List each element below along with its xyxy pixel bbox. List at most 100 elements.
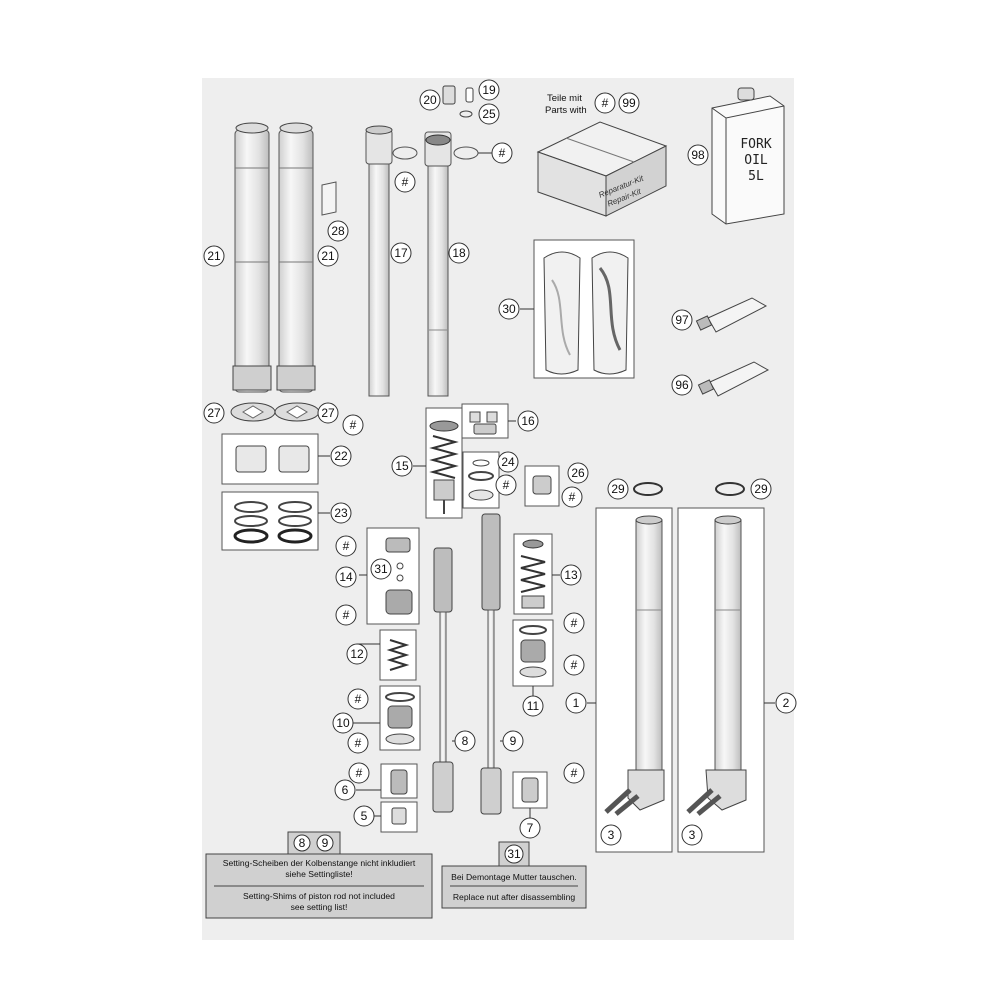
part-97-grease-tube xyxy=(695,297,768,333)
callout-98-label: 98 xyxy=(691,148,705,162)
callout-15-label: 15 xyxy=(395,459,409,473)
callout-hash-17 xyxy=(394,171,416,193)
callout-29-left xyxy=(607,478,629,500)
part-30-fork-guards xyxy=(533,239,635,379)
callout-5-label: 5 xyxy=(361,809,368,823)
callout-16 xyxy=(517,410,539,432)
callout-hash-label: # xyxy=(355,736,362,750)
parts-with-label-de: Teile mit xyxy=(547,93,582,104)
note-right-de: Bei Demontage Mutter tauschen. xyxy=(451,872,577,882)
callout-96-label: 96 xyxy=(675,378,689,392)
callout-hash-label: # xyxy=(503,478,510,492)
part-8-piston-rod xyxy=(432,547,454,813)
callout-97-label: 97 xyxy=(675,313,689,327)
callout-7 xyxy=(519,817,541,839)
callout-hash-15 xyxy=(342,414,364,436)
callout-30-label: 30 xyxy=(502,302,516,316)
callout-hash-11-top xyxy=(563,612,585,634)
note-left-en-line2: see setting list! xyxy=(291,902,348,912)
callout-hash-label: # xyxy=(343,539,350,553)
callout-18-label: 18 xyxy=(452,246,466,260)
callout-hash-label: # xyxy=(356,766,363,780)
note-left-tag-9: 9 xyxy=(322,836,329,850)
callout-hash-10-bottom xyxy=(347,732,369,754)
callout-9 xyxy=(502,730,524,752)
callout-21-left xyxy=(203,245,225,267)
callout-15 xyxy=(391,455,413,477)
part-12-spring xyxy=(379,629,417,681)
note-left-en-line1: Setting-Shims of piston rod not included xyxy=(243,891,395,901)
callout-7-label: 7 xyxy=(527,821,534,835)
part-22-bushing-box xyxy=(221,433,319,485)
callout-hash-label: # xyxy=(571,766,578,780)
callout-3-label: 3 xyxy=(689,828,696,842)
part-11-valve-assembly xyxy=(512,619,554,687)
callout-6-label: 6 xyxy=(342,783,349,797)
part-10-valve-assembly xyxy=(379,685,421,751)
callout-hash-14-top xyxy=(335,535,357,557)
note-left-tag-8: 8 xyxy=(299,836,306,850)
callout-hash-label: # xyxy=(402,175,409,189)
callout-5 xyxy=(353,805,375,827)
callout-14 xyxy=(335,566,357,588)
callout-hash-24 xyxy=(495,474,517,496)
callout-6 xyxy=(334,779,356,801)
callout-1 xyxy=(565,692,587,714)
callout-9-label: 9 xyxy=(510,734,517,748)
callout-19 xyxy=(478,79,500,101)
callout-3-right xyxy=(681,824,703,846)
callout-2-label: 2 xyxy=(783,696,790,710)
callout-14-label: 14 xyxy=(339,570,353,584)
part-24-washers xyxy=(462,451,500,509)
callout-99 xyxy=(618,92,640,114)
callout-3-label: 3 xyxy=(608,828,615,842)
repair-kit-box xyxy=(536,121,668,217)
callout-hash-label: # xyxy=(350,418,357,432)
callout-10-label: 10 xyxy=(336,716,350,730)
callout-18 xyxy=(448,242,470,264)
callout-13-label: 13 xyxy=(564,568,578,582)
callout-8 xyxy=(454,730,476,752)
callout-21-label: 21 xyxy=(207,249,221,263)
part-18-cartridge xyxy=(424,131,479,397)
part-5-assembly xyxy=(380,801,418,833)
note-right-tag-31: 31 xyxy=(507,847,521,861)
callout-24-label: 24 xyxy=(501,455,515,469)
callout-27-label: 27 xyxy=(207,406,221,420)
part-6-assembly xyxy=(380,763,418,799)
callout-16-label: 16 xyxy=(521,414,535,428)
callout-96 xyxy=(671,374,693,396)
part-96-grease-tube xyxy=(697,361,770,397)
callout-hash-label: # xyxy=(571,658,578,672)
part-1-fork-leg xyxy=(595,507,673,853)
callout-22-label: 22 xyxy=(334,449,348,463)
note-left-de-line1: Setting-Scheiben der Kolbenstange nicht … xyxy=(223,858,416,868)
oil-can-label-3: 5L xyxy=(748,169,764,184)
callout-12 xyxy=(346,643,368,665)
callout-hash-18 xyxy=(491,142,513,164)
note-left-de-line2: siehe Settingliste! xyxy=(285,869,352,879)
callout-99-label: 99 xyxy=(622,96,636,110)
callout-8-label: 8 xyxy=(462,734,469,748)
callout-20 xyxy=(419,89,441,111)
callout-hash-label: # xyxy=(571,616,578,630)
note-left: 8 9 Setting-Scheiben der Kolbenstange ni… xyxy=(205,831,433,919)
leader-lines xyxy=(318,152,775,818)
callout-21-right xyxy=(317,245,339,267)
oil-can-label-2: OIL xyxy=(744,153,768,168)
callout-26 xyxy=(567,462,589,484)
callout-98 xyxy=(687,144,709,166)
callout-27-right xyxy=(317,402,339,424)
callout-22 xyxy=(330,445,352,467)
callout-23 xyxy=(330,502,352,524)
callout-1-label: 1 xyxy=(573,696,580,710)
callout-hash-14-bottom xyxy=(335,604,357,626)
callout-2 xyxy=(775,692,797,714)
callout-hash-26 xyxy=(561,486,583,508)
callout-11 xyxy=(522,695,544,717)
callout-31-label: 31 xyxy=(374,562,388,576)
callout-11-label: 11 xyxy=(527,699,540,713)
callout-27-label: 27 xyxy=(321,406,335,420)
